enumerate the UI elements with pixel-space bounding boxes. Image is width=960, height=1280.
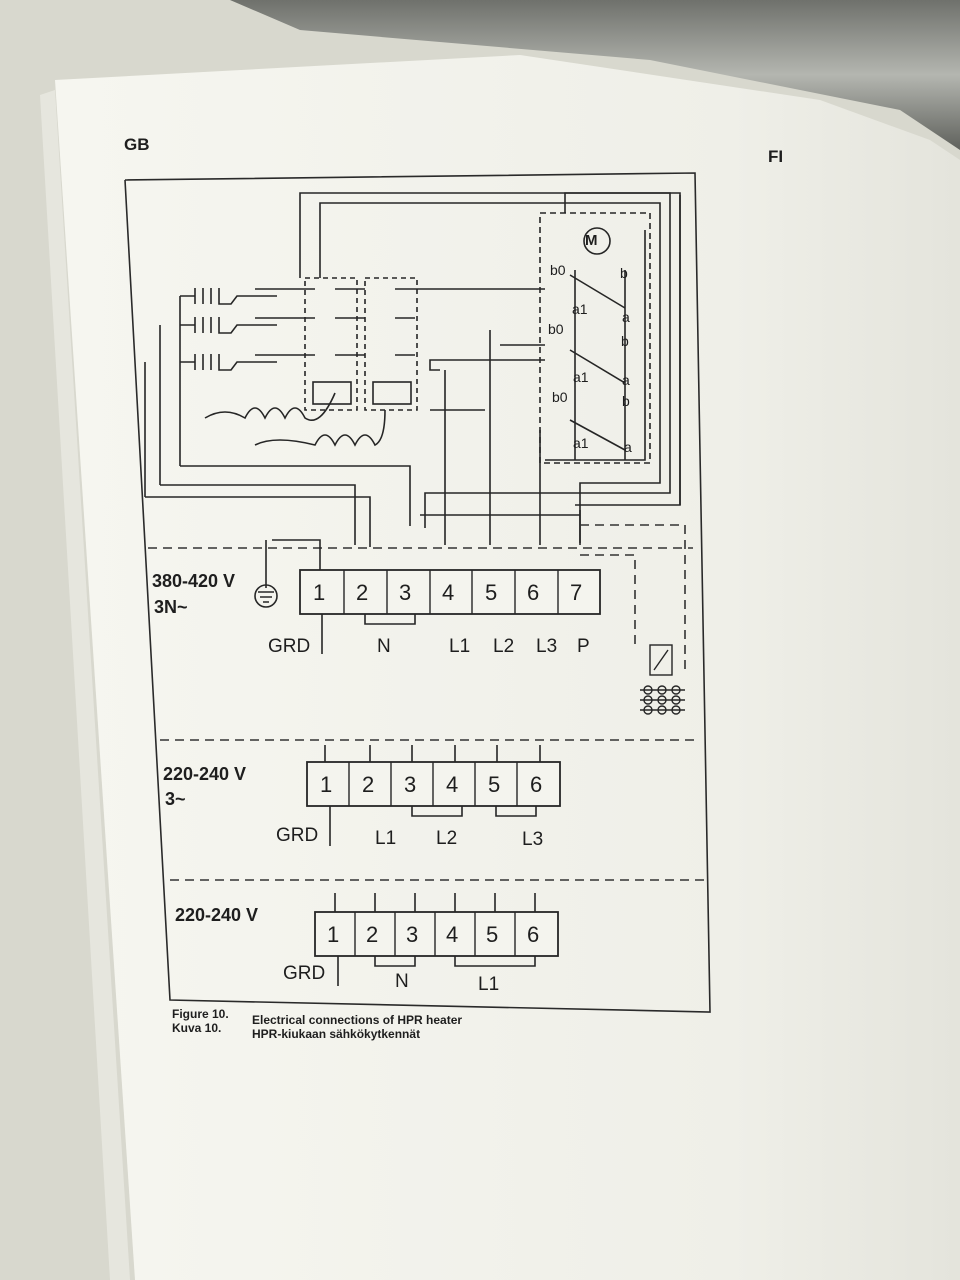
voltage-label-220-1: 220-240 V [175, 905, 259, 925]
label-220-1-l1: L1 [478, 974, 500, 995]
terminal-220-3-1: 1 [320, 772, 333, 797]
label-220-1-grd: GRD [283, 963, 326, 984]
voltage-label-380: 380-420 V [152, 571, 236, 591]
relay-contact-a-3: a [624, 439, 632, 455]
label-380-l3: L3 [536, 636, 558, 657]
relay-contact-b-3: b [622, 393, 630, 409]
terminal-220-3-2: 2 [362, 772, 375, 797]
terminal-380-2: 2 [356, 580, 369, 605]
terminal-220-1-3: 3 [406, 922, 419, 947]
terminal-380-3: 3 [399, 580, 412, 605]
relay-contact-a-1: a [622, 309, 630, 325]
terminal-380-7: 7 [570, 580, 583, 605]
relay-contact-a1-3: a1 [573, 435, 589, 451]
page-stack-edge [40, 90, 130, 1280]
section-dividers [148, 524, 705, 881]
relay-box [539, 212, 651, 464]
figure-caption: Electrical connections of HPR heater [252, 1013, 463, 1027]
contactor-coil-2 [372, 381, 412, 405]
language-header-gb: GB [124, 135, 150, 154]
terminal-220-1-1: 1 [327, 922, 340, 947]
language-header-fi: FI [768, 147, 784, 166]
ground-symbol [254, 539, 321, 608]
terminal-220-1-5: 5 [486, 922, 499, 947]
label-220-3-l1: L1 [375, 828, 397, 849]
terminal-380-4: 4 [442, 580, 455, 605]
terminal-220-1-6: 6 [527, 922, 540, 947]
contactor-box-1 [304, 277, 358, 411]
label-380-n: N [377, 636, 391, 657]
relay-contact-b0-2: b0 [548, 321, 564, 337]
relay-contact-b0-1: b0 [550, 262, 566, 278]
label-380-l2: L2 [493, 636, 515, 657]
terminal-strip-380 [299, 569, 601, 615]
label-380-l1: L1 [449, 636, 471, 657]
motor-symbol [583, 227, 611, 255]
figure-number: Figure 10. [172, 1007, 229, 1021]
terminal-220-1-4: 4 [446, 922, 459, 947]
relay-contact-a-2: a [622, 372, 630, 388]
label-220-1-n: N [395, 971, 409, 992]
terminal-380-5: 5 [485, 580, 498, 605]
phase-label-220-3: 3~ [165, 789, 186, 809]
terminal-bridges [321, 614, 541, 986]
phase-label-380: 3N~ [154, 597, 188, 617]
label-220-3-l3: L3 [522, 829, 544, 850]
terminal-220-3-5: 5 [488, 772, 501, 797]
label-220-3-l2: L2 [436, 828, 458, 849]
metal-rail [230, 0, 960, 150]
contactor-coil-1 [312, 381, 352, 405]
terminal-strip-220-1 [314, 911, 559, 957]
relay-contact-b-1: b [620, 265, 628, 281]
relay-contact-a1-1: a1 [572, 301, 588, 317]
terminal-220-3-6: 6 [530, 772, 543, 797]
relay-contact-b0-3: b0 [552, 389, 568, 405]
terminal-380-6: 6 [527, 580, 540, 605]
terminal-220-3-4: 4 [446, 772, 459, 797]
voltage-label-220-3: 220-240 V [163, 764, 247, 784]
terminal-dividers [343, 570, 559, 956]
motor-label: M [585, 232, 598, 249]
relay-contact-a1-2: a1 [573, 369, 589, 385]
label-220-3-grd: GRD [276, 825, 319, 846]
terminal-380-1: 1 [313, 580, 326, 605]
label-380-p: P [577, 636, 590, 657]
contactor-box-2 [364, 277, 418, 411]
relay-contact-b-2: b [621, 333, 629, 349]
kuva-number: Kuva 10. [172, 1021, 222, 1035]
wiring-network [144, 192, 681, 547]
terminal-220-1-2: 2 [366, 922, 379, 947]
label-380-grd: GRD [268, 636, 311, 657]
kuva-caption: HPR-kiukaan sähkökytkennät [252, 1027, 421, 1041]
sensor-block [640, 644, 685, 715]
diagram-frame [124, 172, 711, 1013]
paper-page [55, 55, 960, 1280]
terminal-220-3-3: 3 [404, 772, 417, 797]
